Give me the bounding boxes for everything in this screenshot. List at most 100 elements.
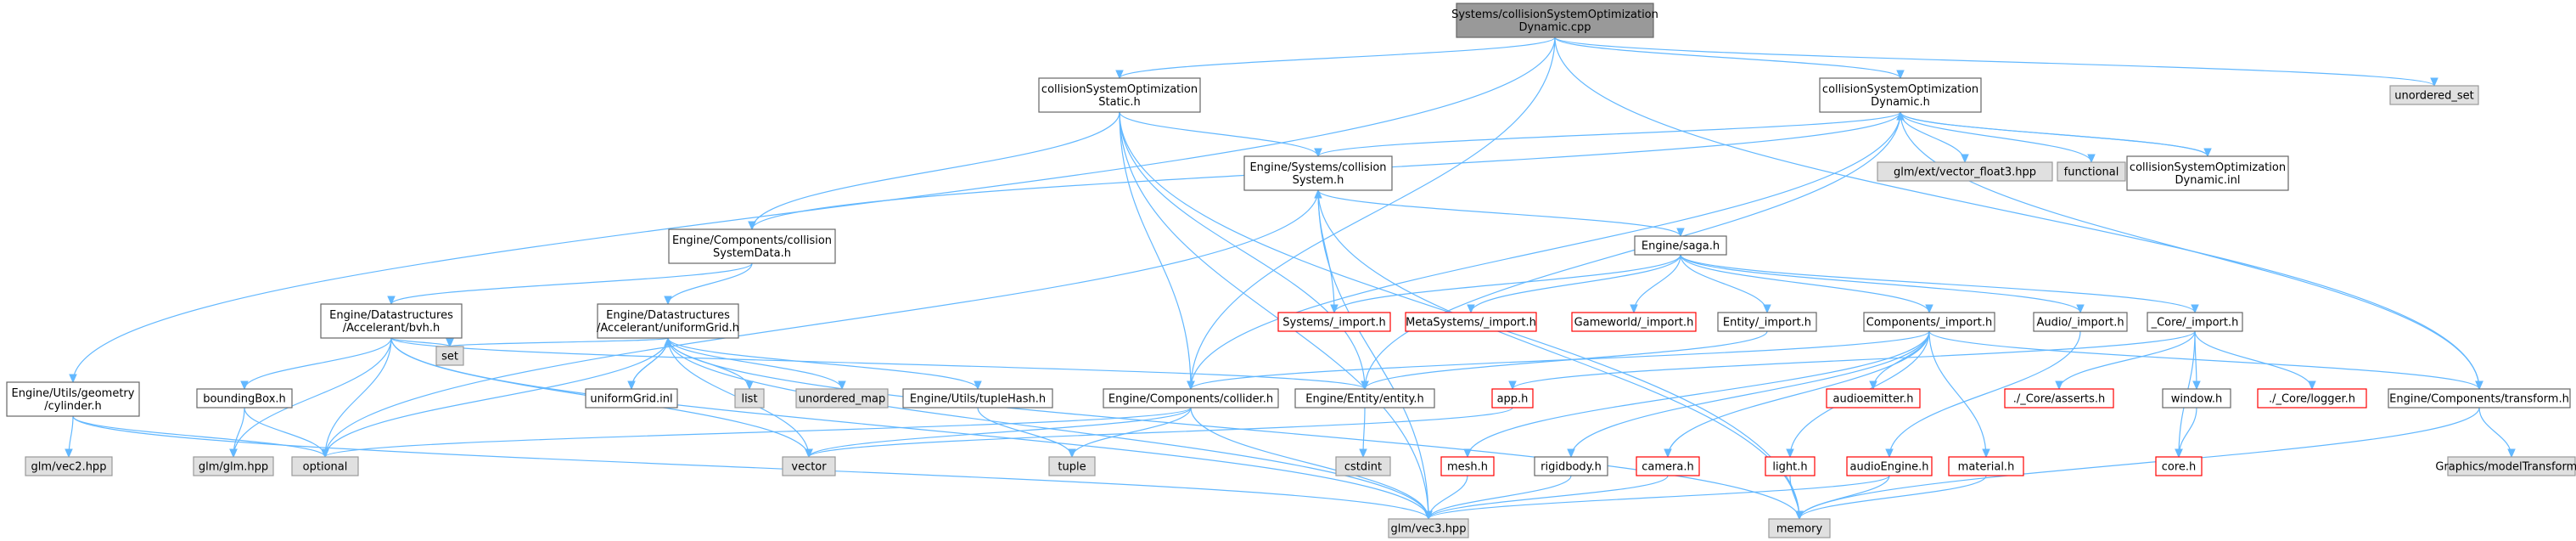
edge-tuplehash_h-to-tuple: [977, 407, 1076, 459]
node-entity-h[interactable]: Engine/Entity/entity.h: [1294, 388, 1435, 409]
node-saga-h[interactable]: Engine/saga.h: [1634, 235, 1727, 256]
node-entity-import[interactable]: Entity/_import.h: [1717, 312, 1817, 332]
edge-root-to-transform_h: [1554, 37, 2483, 391]
node-unordered-map[interactable]: unordered_map: [795, 388, 889, 409]
node-material-h[interactable]: material.h: [1948, 456, 2024, 476]
node-cstdint[interactable]: cstdint: [1335, 456, 1391, 476]
node-box: [1335, 456, 1391, 476]
node-uniformgrid-inl[interactable]: uniformGrid.inl: [585, 388, 678, 409]
edge-static_h-to-entity_h: [1119, 111, 1369, 391]
node-boundingbox-h[interactable]: boundingBox.h: [196, 388, 293, 409]
node-root[interactable]: Systems/collisionSystemOptimizationDynam…: [1451, 3, 1658, 38]
edge-boundingbox_h-to-glm_hpp: [229, 407, 245, 459]
node-glm-hpp[interactable]: glm/glm.hpp: [193, 456, 274, 476]
node-cylinder-h[interactable]: Engine/Utils/geometry/cylinder.h: [6, 381, 140, 417]
node-rigidbody-h[interactable]: rigidbody.h: [1534, 456, 1608, 476]
arrowhead: [1763, 304, 1771, 314]
edge-dynamic_h-to-transform_h: [1900, 111, 2483, 391]
edge-uniformgrid_h-to-tuplehash_h: [667, 337, 982, 391]
edge-uniformgrid_h-to-set: [446, 337, 669, 348]
node-vec-float3[interactable]: glm/ext/vector_float3.hpp: [1877, 161, 2053, 182]
edge-saga_h-to-components_import: [1680, 254, 1933, 314]
node-label-line: core.h: [2162, 461, 2197, 474]
node-systems-import[interactable]: Systems/_import.h: [1277, 312, 1391, 332]
node-core-asserts-h[interactable]: ./_Core/asserts.h: [2004, 388, 2114, 409]
node-memory[interactable]: memory: [1768, 518, 1831, 538]
node-label-line: light.h: [1772, 461, 1807, 474]
node-box: [291, 456, 359, 476]
edge-components_import-to-mesh_h: [1463, 330, 1930, 459]
edge-collider_h-to-optional: [321, 407, 1192, 459]
node-modeltransform-h[interactable]: Graphics/modelTransform.h: [2435, 456, 2576, 476]
arrowhead: [1187, 380, 1195, 391]
node-core-import[interactable]: _Core/_import.h: [2147, 312, 2243, 332]
edge-components_import-to-material_h: [1928, 330, 1990, 459]
node-core-logger-h[interactable]: ./_Core/logger.h: [2257, 388, 2367, 409]
node-label-line: app.h: [1497, 393, 1529, 406]
edge-saga_h-to-entity_import: [1680, 254, 1771, 314]
edge-app_h-to-vector: [805, 407, 1513, 459]
edge-audioengine_h-to-vec3_hpp: [1424, 475, 1890, 521]
node-window-h[interactable]: window.h: [2162, 388, 2231, 409]
edge-collider_h-to-tuple: [1068, 407, 1192, 459]
node-label-line: Engine/Utils/tupleHash.h: [910, 393, 1046, 406]
node-box: [585, 388, 678, 409]
node-components-import[interactable]: Components/_import.h: [1863, 312, 1995, 332]
node-tuplehash-h[interactable]: Engine/Utils/tupleHash.h: [902, 388, 1053, 409]
node-bvh-h[interactable]: Engine/Datastructures/Accelerant/bvh.h: [320, 303, 463, 339]
node-mesh-h[interactable]: mesh.h: [1440, 456, 1495, 476]
node-transform-h[interactable]: Engine/Components/transform.h: [2388, 388, 2571, 409]
node-light-h[interactable]: light.h: [1765, 456, 1816, 476]
edge-camera_h-to-vec3_hpp: [1424, 475, 1669, 521]
arrowhead: [240, 380, 249, 391]
node-core-h[interactable]: core.h: [2155, 456, 2203, 476]
node-label-line: window.h: [2171, 393, 2223, 406]
edge-uniformgrid_h-to-unordered_map: [667, 337, 846, 391]
node-audio-import[interactable]: Audio/_import.h: [2033, 312, 2128, 332]
edge-uniformgrid_h-to-uniformgrid_inl: [627, 337, 669, 391]
node-vector[interactable]: vector: [782, 456, 836, 476]
node-functional[interactable]: functional: [2057, 161, 2126, 182]
node-uniformgrid-h[interactable]: Engine/Datastructures/Accelerant/uniform…: [597, 303, 739, 339]
edges-layer: [65, 37, 2516, 521]
edge-root-to-dynamic_h: [1554, 37, 1905, 80]
node-camera-h[interactable]: camera.h: [1636, 456, 1700, 476]
node-set[interactable]: set: [435, 346, 464, 366]
node-collider-h[interactable]: Engine/Components/collider.h: [1103, 388, 1279, 409]
node-collision-system-h[interactable]: Engine/Systems/collisionSystem.h: [1243, 155, 1393, 191]
node-label-line: Components/_import.h: [1866, 317, 1992, 330]
node-audioengine-h[interactable]: audioEngine.h: [1846, 456, 1933, 476]
arrowhead: [1359, 448, 1367, 459]
arrowhead: [387, 296, 396, 306]
arrowhead: [2192, 380, 2201, 391]
node-box: [1388, 518, 1469, 538]
node-optional[interactable]: optional: [291, 456, 359, 476]
arrowhead: [664, 296, 672, 306]
arrowhead: [2475, 380, 2483, 391]
node-unordered-set[interactable]: unordered_set: [2389, 85, 2479, 105]
node-vec3-hpp[interactable]: glm/vec3.hpp: [1388, 518, 1469, 538]
node-box: [1571, 312, 1697, 332]
node-audioemitter-h[interactable]: audioemitter.h: [1826, 388, 1921, 409]
node-label-line: unordered_map: [799, 393, 886, 406]
node-label-line: Engine/Components/collider.h: [1108, 393, 1273, 406]
arrowhead: [2430, 77, 2439, 87]
node-vec2-hpp[interactable]: glm/vec2.hpp: [25, 456, 113, 476]
arrowhead: [1961, 154, 1969, 164]
node-tuple[interactable]: tuple: [1048, 456, 1096, 476]
edge-root-to-static_h: [1115, 37, 1556, 80]
arrowhead: [446, 338, 454, 348]
node-app-h[interactable]: app.h: [1491, 388, 1534, 409]
arrowhead: [745, 380, 754, 391]
node-metasystems-import[interactable]: MetaSystems/_import.h: [1405, 312, 1537, 332]
node-box: [2155, 456, 2203, 476]
arrowhead: [321, 448, 329, 459]
node-gameworld-import[interactable]: Gameworld/_import.h: [1571, 312, 1697, 332]
node-list[interactable]: list: [734, 388, 765, 409]
node-box: [1294, 388, 1435, 409]
edge-dynamic_h-to-vec_float3: [1900, 111, 1969, 164]
